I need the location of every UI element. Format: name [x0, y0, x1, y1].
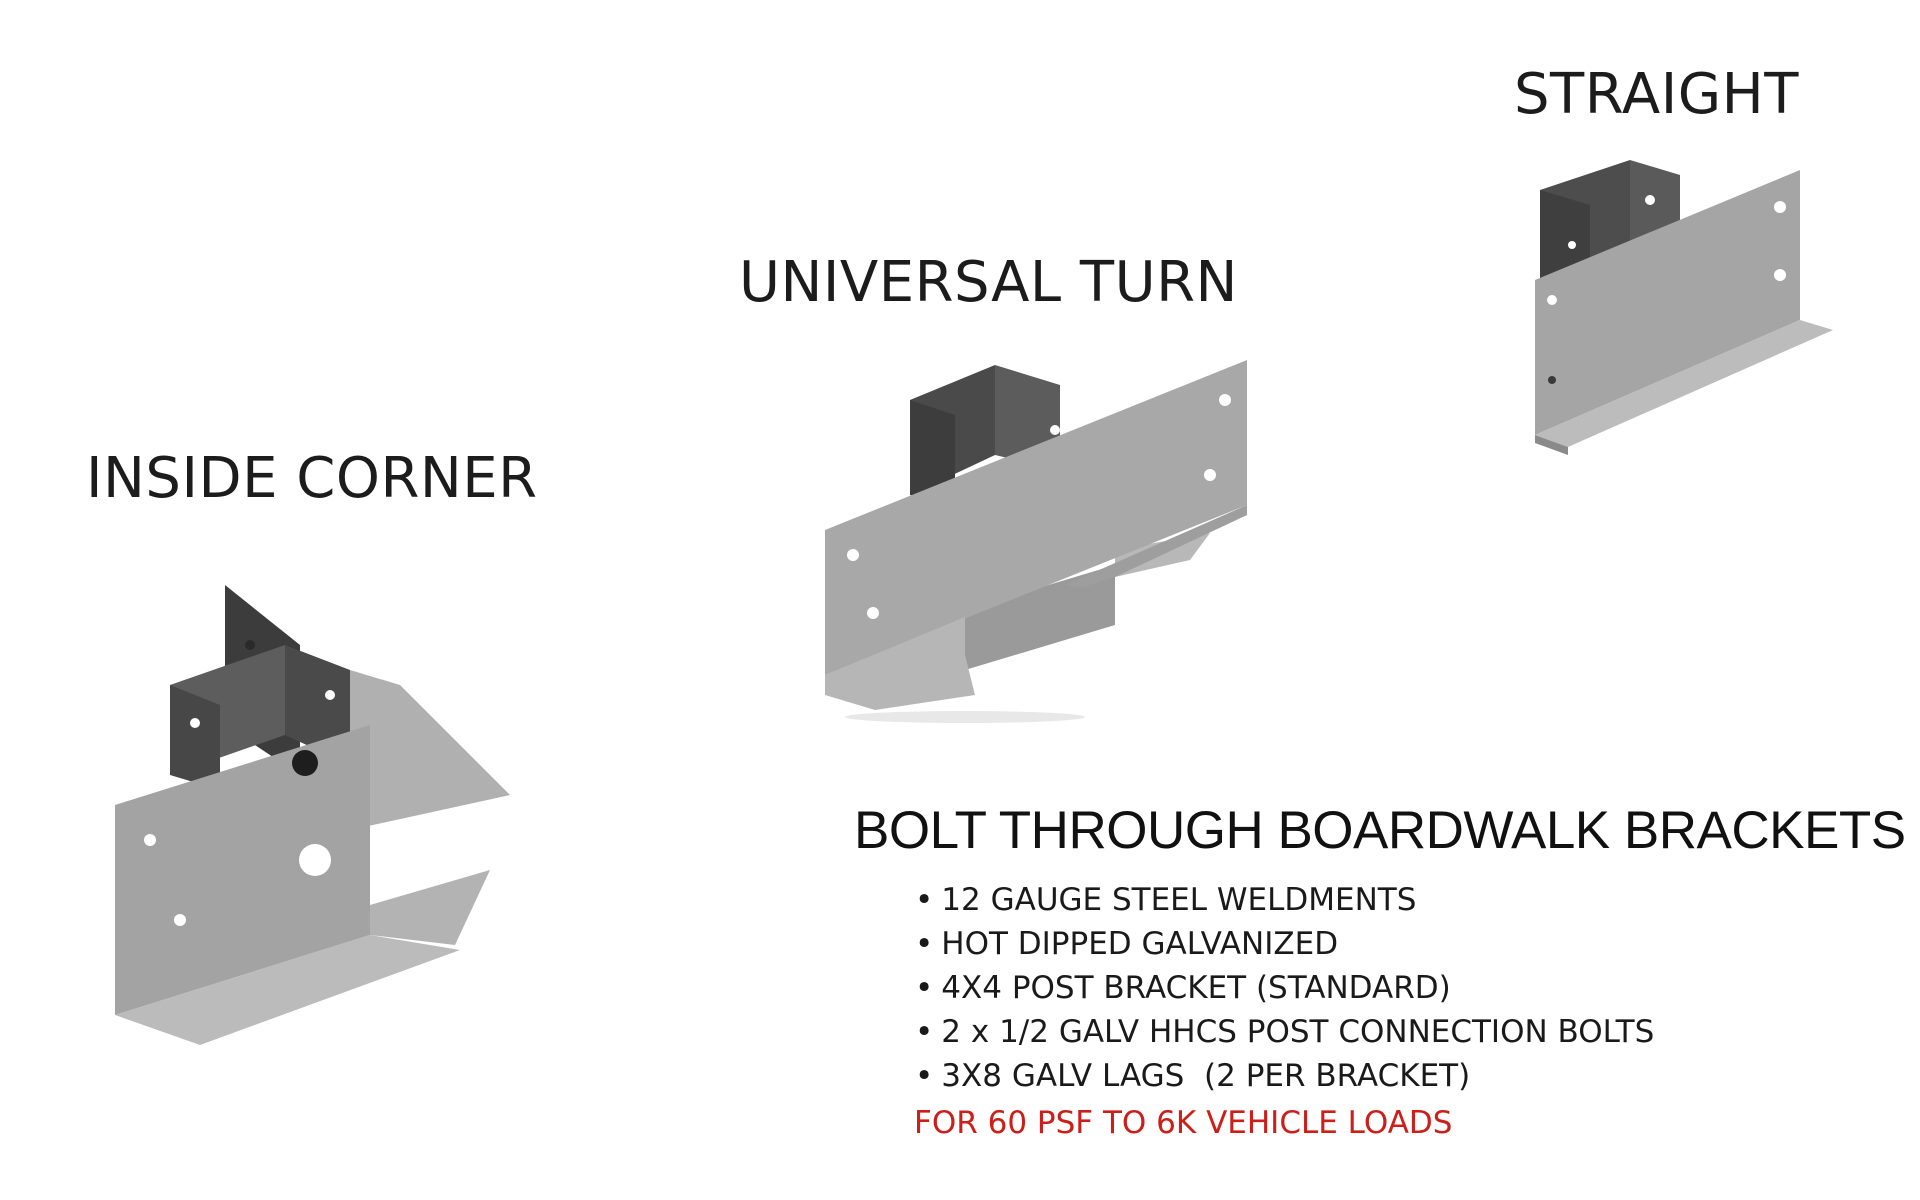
straight-label: STRAIGHT — [1514, 62, 1799, 127]
feature-text: HOT DIPPED GALVANIZED — [941, 926, 1339, 962]
bullet-glyph: • — [915, 1058, 934, 1094]
inside-corner-label: INSIDE CORNER — [86, 446, 538, 511]
bullet-glyph: • — [915, 926, 934, 962]
bullet-glyph: • — [915, 1014, 934, 1050]
bullet-glyph: • — [915, 970, 934, 1006]
universal-turn-bracket-image — [825, 360, 1247, 723]
straight-bracket-image — [1535, 160, 1833, 455]
bullet-glyph: • — [915, 882, 934, 918]
load-rating-note: FOR 60 PSF TO 6K VEHICLE LOADS — [914, 1105, 1453, 1141]
universal-turn-label: UNIVERSAL TURN — [739, 250, 1238, 315]
feature-item: •2 x 1/2 GALV HHCS POST CONNECTION BOLTS — [915, 1010, 1654, 1054]
feature-item: •4X4 POST BRACKET (STANDARD) — [915, 966, 1654, 1010]
feature-list: •12 GAUGE STEEL WELDMENTS •HOT DIPPED GA… — [915, 878, 1654, 1098]
feature-item: •HOT DIPPED GALVANIZED — [915, 922, 1654, 966]
feature-text: 3X8 GALV LAGS (2 PER BRACKET) — [941, 1058, 1471, 1094]
feature-text: 4X4 POST BRACKET (STANDARD) — [941, 970, 1451, 1006]
product-title: BOLT THROUGH BOARDWALK BRACKETS — [854, 801, 1906, 860]
feature-text: 2 x 1/2 GALV HHCS POST CONNECTION BOLTS — [941, 1014, 1655, 1050]
inside-corner-bracket-image — [115, 585, 510, 1045]
feature-text: 12 GAUGE STEEL WELDMENTS — [941, 882, 1417, 918]
feature-item: •3X8 GALV LAGS (2 PER BRACKET) — [915, 1054, 1654, 1098]
feature-item: •12 GAUGE STEEL WELDMENTS — [915, 878, 1654, 922]
